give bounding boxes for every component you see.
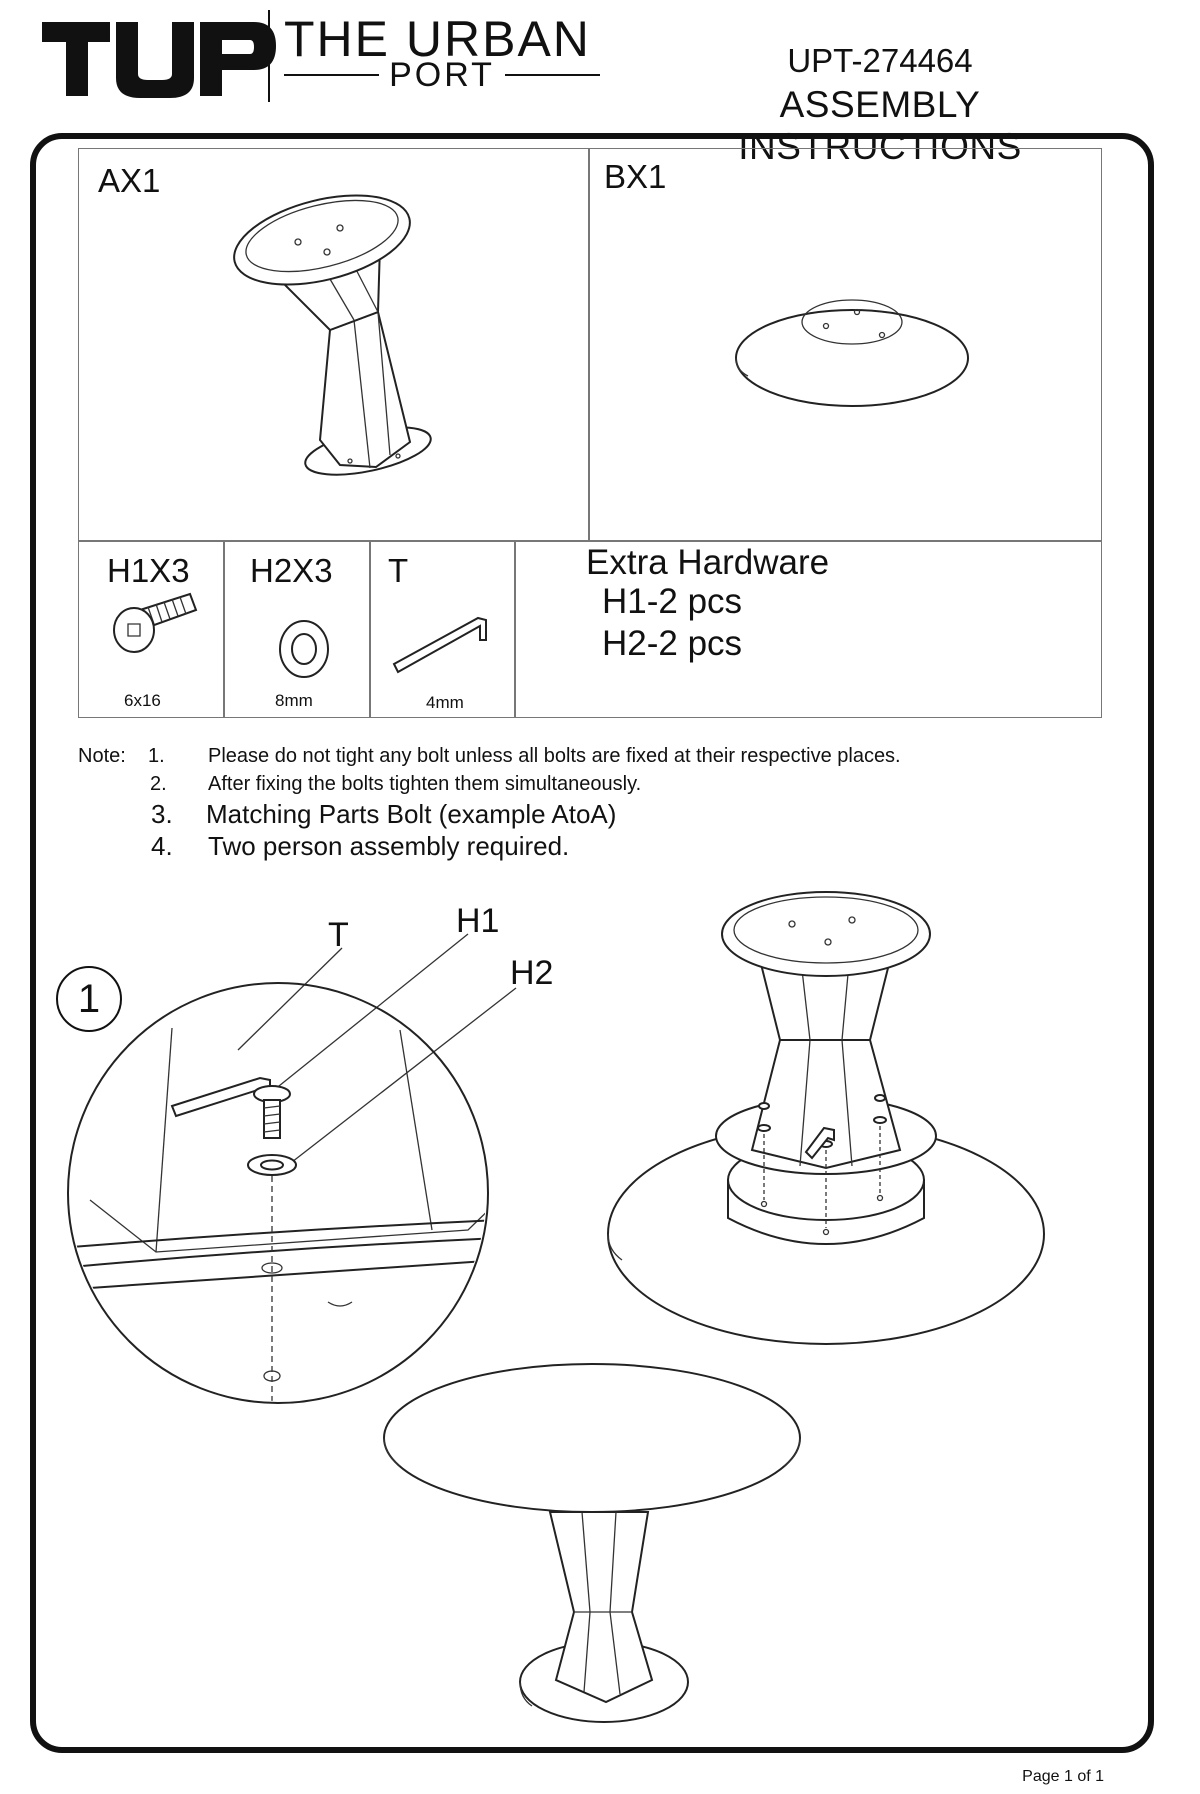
brand-sub: PORT — [284, 58, 600, 92]
note-4-number: 4. — [151, 831, 173, 861]
part-b-label: BX1 — [604, 158, 667, 195]
page-number: Page 1 of 1 — [1022, 1768, 1104, 1785]
grid-divider-horizontal — [78, 540, 1102, 542]
grid-divider-vertical-top — [588, 148, 590, 541]
brand-sub-rule-right — [504, 74, 600, 76]
note-3-text: Matching Parts Bolt (example AtoA) — [206, 799, 617, 829]
note-1-text: Please do not tight any bolt unless all … — [208, 745, 901, 767]
grid-divider-h1 — [223, 540, 225, 718]
note-2-text: After fixing the bolts tighten them simu… — [208, 773, 642, 795]
pedestal-base-part-icon — [233, 194, 432, 476]
brand-name: THE URBAN — [284, 11, 591, 67]
assembled-table-diagram — [383, 1363, 801, 1723]
brand-logo — [40, 8, 280, 104]
brand-divider — [268, 10, 270, 102]
hardware-h2-label: H2X3 — [250, 552, 333, 589]
page-frame — [30, 133, 1154, 1753]
grid-divider-t — [514, 540, 516, 718]
hardware-h1-size: 6x16 — [124, 691, 161, 710]
document-title: ASSEMBLY INSTRUCTIONS — [738, 84, 1022, 167]
callout-t-label: T — [328, 916, 349, 954]
detail-magnifier-diagram — [67, 933, 517, 1404]
hardware-h2-size: 8mm — [275, 691, 313, 710]
note-prefix: Note: — [78, 745, 126, 767]
table-base-disc-part-icon — [735, 299, 969, 407]
document-code: UPT-274464 — [787, 42, 973, 79]
extra-hardware-title: Extra Hardware — [586, 543, 830, 582]
note-4-text: Two person assembly required. — [208, 831, 570, 861]
grid-divider-h2 — [369, 540, 371, 718]
parts-table — [78, 148, 1102, 718]
washer-icon — [279, 620, 329, 678]
brand-sub-rule-left — [284, 74, 380, 76]
extra-hardware-line-2: H2-2 pcs — [602, 624, 743, 663]
note-3-number: 3. — [151, 799, 173, 829]
hardware-t-size: 4mm — [426, 693, 464, 712]
tup-logo-icon — [42, 22, 276, 98]
extra-hardware-line-1: H1-2 pcs — [602, 582, 743, 621]
callout-h2-label: H2 — [510, 954, 554, 992]
allen-key-icon — [392, 616, 487, 674]
bolt-icon — [113, 592, 198, 653]
hardware-h1-label: H1X3 — [107, 552, 190, 589]
step-assembly-exploded-diagram — [607, 891, 1045, 1345]
hardware-t-label: T — [388, 552, 409, 589]
note-2-number: 2. — [150, 773, 167, 795]
part-a-label: AX1 — [98, 162, 161, 199]
callout-h1-label: H1 — [456, 902, 500, 940]
brand-sub-word: PORT — [389, 56, 495, 94]
note-1-number: 1. — [148, 745, 165, 767]
step-number-badge: 1 — [56, 966, 122, 1032]
